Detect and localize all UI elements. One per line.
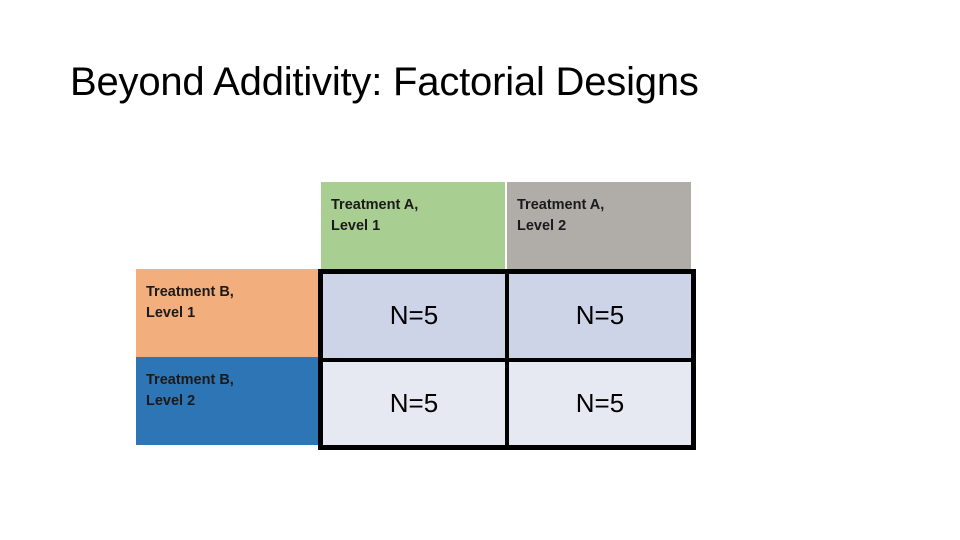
column-header-a1-line2: Level 1: [331, 218, 381, 234]
row-header-treatment-b-level-2: Treatment B, Level 2: [136, 357, 320, 445]
factorial-design-table: Treatment A, Level 1 Treatment A, Level …: [136, 182, 696, 450]
table-cell-b1-a2: N=5: [509, 274, 691, 358]
table-cell-b2-a1: N=5: [323, 361, 505, 445]
row-header-b1-line2: Level 1: [146, 305, 196, 321]
row-header-b2-line1: Treatment B,: [146, 372, 234, 388]
column-header-a2-line1: Treatment A,: [517, 197, 605, 213]
data-grid: N=5 N=5 N=5 N=5: [318, 269, 696, 450]
page-title: Beyond Additivity: Factorial Designs: [70, 60, 699, 104]
column-header-a2-line2: Level 2: [517, 218, 567, 234]
column-header-treatment-a-level-2: Treatment A, Level 2: [507, 182, 691, 269]
table-cell-b1-a1: N=5: [323, 274, 505, 358]
column-header-treatment-a-level-1: Treatment A, Level 1: [321, 182, 505, 269]
row-header-b2-line2: Level 2: [146, 393, 196, 409]
row-header-b1-line1: Treatment B,: [146, 284, 234, 300]
row-header-treatment-b-level-1: Treatment B, Level 1: [136, 269, 320, 357]
table-cell-b2-a2: N=5: [509, 361, 691, 445]
column-header-a1-line1: Treatment A,: [331, 197, 419, 213]
